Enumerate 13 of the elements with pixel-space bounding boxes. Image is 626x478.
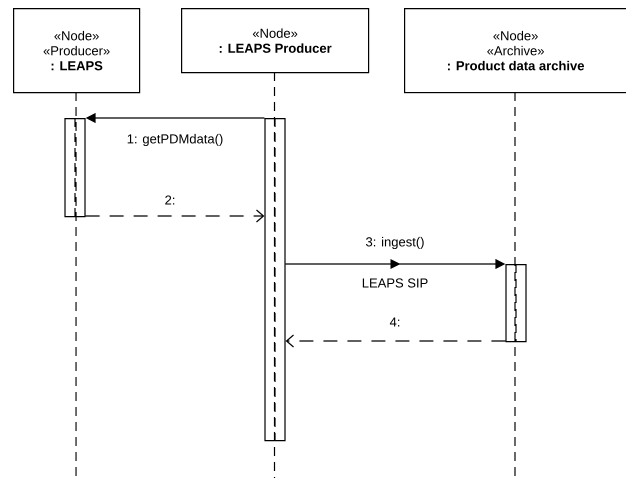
message-arrow [86,210,264,222]
message-label: 2: [164,194,176,206]
activation-bar [505,264,527,342]
message-label: 3: ingest() [364,236,426,250]
message-label: 1: getPDMdata() [126,132,224,148]
activation-bar [64,118,86,218]
message-label: 4: [388,316,402,328]
object-box: «Node» : LEAPS Producer [181,8,370,74]
object-box: «Node» «Archive» : Product data archive [404,8,626,94]
object-box: «Node» «Producer» : LEAPS [13,8,140,94]
message-arrow [286,334,506,348]
message-label: LEAPS SIP [362,278,428,288]
activation-bar [264,118,286,442]
